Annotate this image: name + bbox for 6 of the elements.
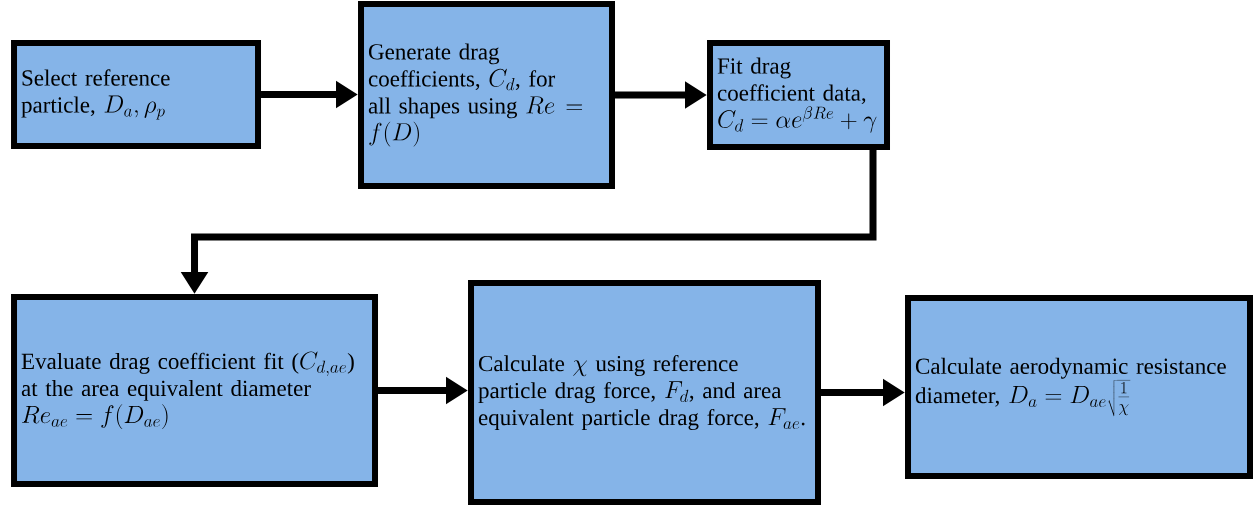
process-box: Select reference particle, $D_a, \rho_p$ (11, 40, 261, 149)
process-box: Calculate $\chi$ using reference particle drag force, $F_d$, and area equivalent particle drag force, $F_{ae}$. (468, 280, 821, 505)
process-box: Evaluate drag coefficient fit ($C_{d,ae}$) at the area equivalent diameter $Re_{ae} = f(D_{ae})$ (11, 294, 378, 487)
process-box: Fit drag coefficient data, $C_d = \alpha e^{\beta Re} + \gamma$ (707, 40, 890, 150)
process-box: Calculate aerodynamic resistance diameter, $D_a = D_{ae}\sqrt{\frac{1}{\chi}}$ (905, 295, 1253, 479)
process-box: Generate drag coefficients, $C_d$, for all shapes using $Re = f(D)$ (358, 1, 615, 189)
